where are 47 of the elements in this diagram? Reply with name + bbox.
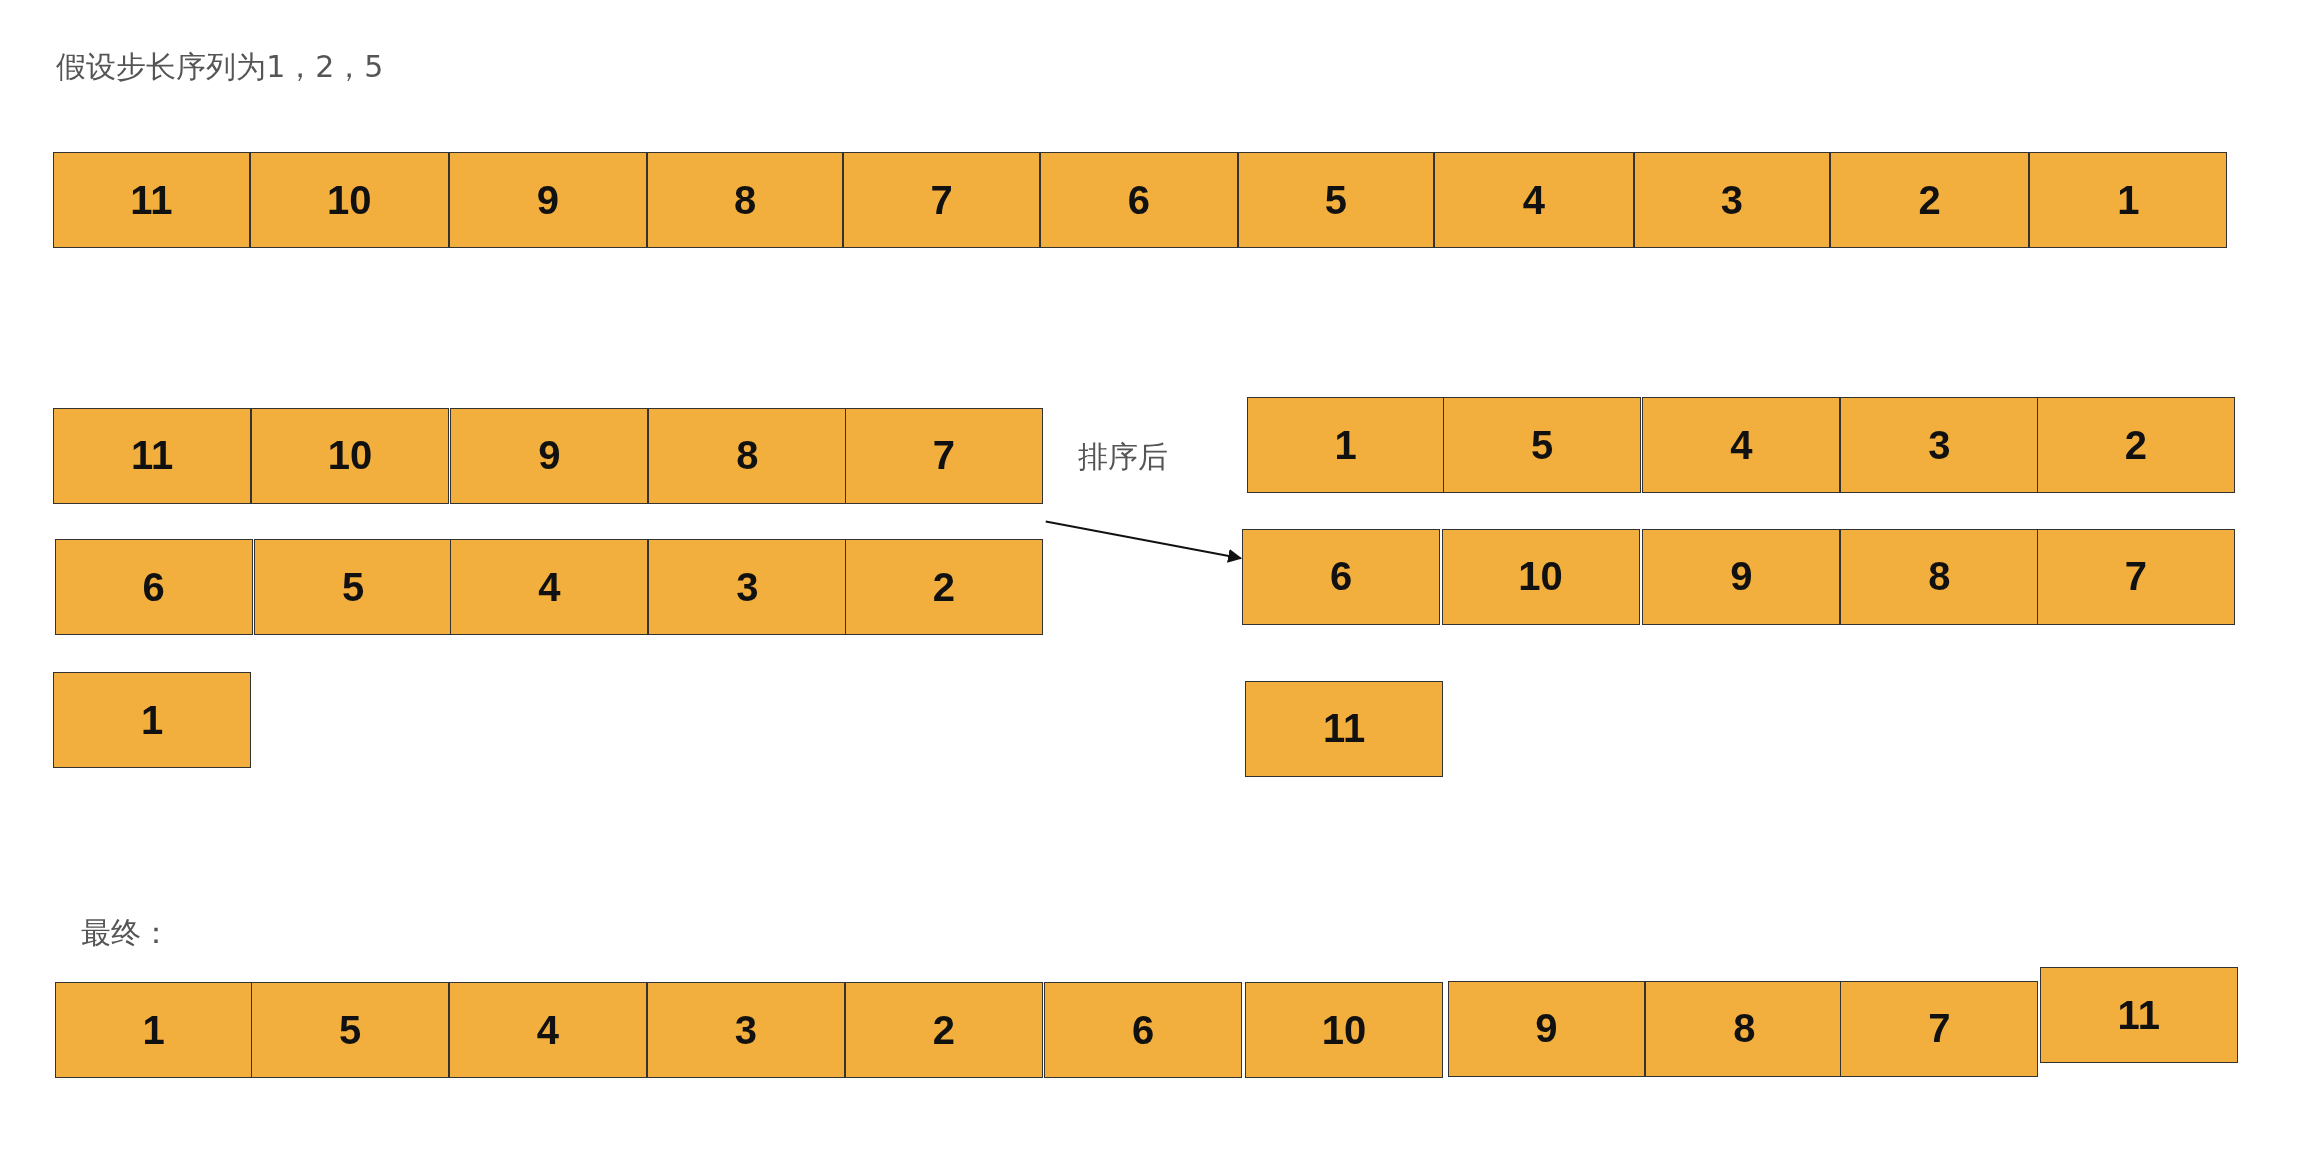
number-box: 9 [450,407,649,504]
number-box: 9 [449,152,647,249]
number-box: 6 [54,539,253,636]
number-box: 4 [1434,152,1634,249]
edge-label: 排序后 [1078,438,1169,477]
number-box: 6 [1242,528,1441,625]
number-box: 7 [843,152,1040,249]
number-box: 2 [2036,397,2235,494]
number-box: 3 [1633,152,1831,249]
number-box: 11 [53,407,252,504]
number-box: 8 [1840,528,2039,625]
number-box: 7 [844,407,1043,504]
number-box: 5 [254,539,452,636]
number-box: 8 [646,152,844,249]
number-box: 4 [450,539,649,636]
number-box: 6 [1044,982,1243,1079]
number-box: 5 [251,982,449,1079]
number-box: 2 [844,982,1043,1079]
title: 假设步长序列为1，2，5 [56,48,384,87]
number-box: 4 [1642,397,1841,494]
number-box: 1 [1246,397,1445,494]
number-box: 7 [1840,980,2039,1077]
number-box: 4 [449,982,647,1079]
number-box: 2 [844,539,1043,636]
number-box: 9 [1642,528,1841,625]
number-box: 11 [53,152,250,249]
number-box: 5 [1237,152,1435,249]
number-box: 8 [648,407,847,504]
number-box: 3 [1840,397,2039,494]
section-label: 最终： [81,913,172,952]
number-box: 3 [646,982,845,1079]
number-box: 11 [1245,680,1444,777]
number-box: 6 [1039,152,1238,249]
number-box: 10 [1441,528,1640,625]
number-box: 9 [1447,980,1646,1077]
number-box: 10 [251,407,449,504]
arrow [1044,520,1243,563]
number-box: 2 [1830,152,2030,249]
number-box: 1 [53,672,252,769]
number-box: 1 [2029,152,2228,249]
number-box: 3 [648,539,847,636]
number-box: 7 [2036,528,2235,625]
number-box: 10 [1245,982,1444,1079]
number-box: 1 [54,982,253,1079]
number-box: 11 [2039,967,2238,1064]
number-box: 10 [249,152,449,249]
number-box: 5 [1443,397,1641,494]
